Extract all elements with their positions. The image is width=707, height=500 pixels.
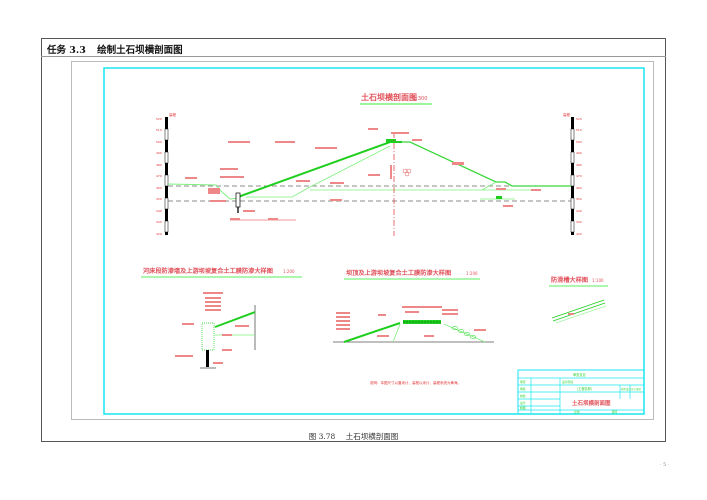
svg-text:审核: 审核 bbox=[520, 387, 526, 391]
svg-text:460: 460 bbox=[576, 186, 582, 190]
svg-text:440: 440 bbox=[156, 209, 162, 213]
svg-text:审查意见: 审查意见 bbox=[573, 372, 587, 377]
svg-text:480: 480 bbox=[576, 163, 582, 167]
svg-text:水工部分: 水工部分 bbox=[631, 387, 642, 391]
svg-text:520: 520 bbox=[576, 117, 582, 121]
detail2-title: 坝顶及上游坝坡复合土工膜防渗大样图 bbox=[346, 269, 451, 277]
svg-text:制图: 制图 bbox=[520, 406, 526, 410]
page-frame bbox=[41, 38, 666, 442]
svg-text:470: 470 bbox=[576, 174, 582, 178]
right-elevation-scale: 高程 520 510 500 490 480 470 460 450 440 4… bbox=[563, 112, 582, 236]
left-elevation-scale: 高程 520 510 500 490 480 470 460 450 440 4… bbox=[156, 112, 176, 236]
left-axis-label: 高程 bbox=[169, 112, 176, 117]
svg-text:430: 430 bbox=[576, 220, 582, 224]
drawing-note: 说明：本图尺寸以厘米计，高程以米计，高程系统为黄海。 bbox=[370, 380, 461, 385]
svg-text:（工程名称）: （工程名称） bbox=[575, 386, 594, 391]
svg-text:430: 430 bbox=[156, 220, 162, 224]
section-title: 绘制土石坝横剖面图 bbox=[97, 45, 183, 56]
svg-text:设计阶段: 设计阶段 bbox=[562, 380, 573, 384]
svg-text:510: 510 bbox=[576, 128, 582, 132]
page-number: · 5 · bbox=[660, 462, 670, 468]
detail3-title: 防滑槽大样图 bbox=[551, 276, 588, 284]
svg-text:500: 500 bbox=[156, 140, 162, 144]
section-header: 任务 3.3 绘制土石坝横剖面图 bbox=[47, 42, 183, 56]
detail2-scale: 1:200 bbox=[466, 271, 478, 276]
svg-text:450: 450 bbox=[156, 197, 162, 201]
main-title: 土石坝横剖面图 bbox=[361, 92, 417, 102]
right-axis-label: 高程 bbox=[563, 112, 571, 117]
svg-text:420: 420 bbox=[156, 232, 162, 236]
dam-annotations bbox=[185, 128, 541, 220]
detail-2: 坝顶及上游坝坡复合土工膜防渗大样图 1:200 bbox=[333, 269, 494, 343]
figure-title: 土石坝横剖面图 bbox=[345, 432, 399, 441]
svg-text:420: 420 bbox=[576, 232, 582, 236]
svg-text:土石坝横剖面图: 土石坝横剖面图 bbox=[572, 399, 611, 407]
svg-text:500: 500 bbox=[576, 140, 582, 144]
svg-text:450: 450 bbox=[576, 197, 582, 201]
svg-text:设计: 设计 bbox=[520, 401, 526, 405]
main-title-group: 土石坝横剖面图 1:300 bbox=[360, 92, 432, 105]
detail-3: 防滑槽大样图 1:100 bbox=[549, 276, 608, 324]
main-title-scale: 1:300 bbox=[413, 96, 427, 102]
figure-caption: 图 3.78 土石坝横剖面图 bbox=[0, 431, 707, 442]
svg-text:比例: 比例 bbox=[574, 410, 580, 414]
section-number: 任务 3.3 bbox=[47, 45, 86, 56]
svg-text:490: 490 bbox=[576, 151, 582, 155]
drawing-border bbox=[103, 67, 645, 415]
detail-1: 河床段防渗墙及上游坝坡复合土工膜防渗大样图 1:200 bbox=[141, 267, 302, 369]
svg-text:460: 460 bbox=[156, 186, 162, 190]
svg-text:490: 490 bbox=[156, 151, 162, 155]
svg-text:520: 520 bbox=[156, 117, 162, 121]
title-block-text: 审查意见 审定 设计阶段 审核 （工程名称） 初步设计 水工部分 校核 设计 土… bbox=[520, 372, 642, 414]
detail3-scale: 1:100 bbox=[592, 278, 604, 283]
detail1-title: 河床段防渗墙及上游坝坡复合土工膜防渗大样图 bbox=[143, 267, 273, 275]
svg-text:审定: 审定 bbox=[520, 380, 526, 384]
svg-text:510: 510 bbox=[156, 128, 162, 132]
figure-number: 图 3.78 bbox=[308, 432, 336, 441]
header-divider bbox=[41, 56, 666, 57]
detail1-scale: 1:200 bbox=[283, 269, 295, 274]
svg-text:470: 470 bbox=[156, 174, 162, 178]
title-block bbox=[517, 369, 645, 415]
svg-text:440: 440 bbox=[576, 209, 582, 213]
svg-text:图号: 图号 bbox=[612, 410, 618, 414]
dam-cross-section bbox=[167, 132, 571, 236]
drawing-sheet bbox=[71, 61, 654, 420]
svg-text:校核: 校核 bbox=[520, 394, 526, 398]
svg-text:480: 480 bbox=[156, 163, 162, 167]
svg-text:初步设计: 初步设计 bbox=[621, 387, 632, 391]
